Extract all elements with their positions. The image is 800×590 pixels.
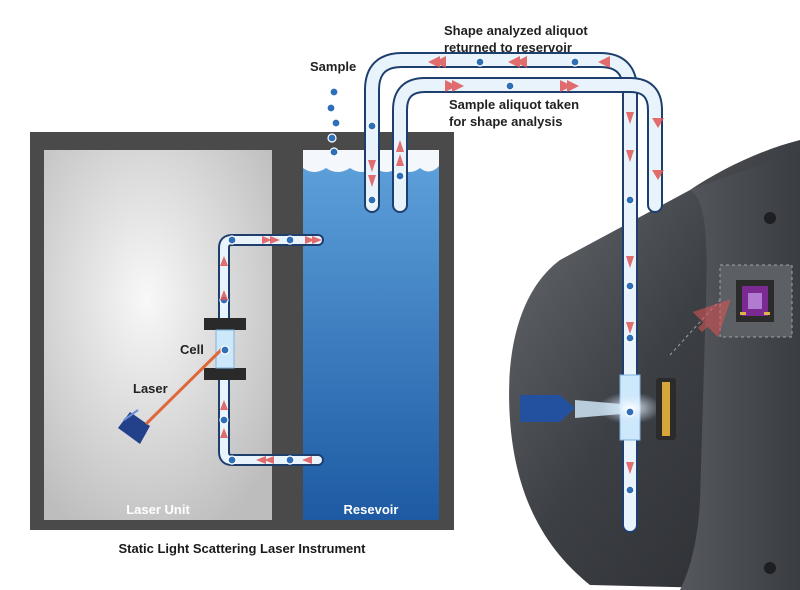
device-screw-bottom: [764, 562, 776, 574]
analyzer-device: [509, 140, 800, 590]
label-returned-2: returned to reservoir: [444, 40, 572, 55]
label-taken-2: for shape analysis: [449, 114, 562, 129]
particles: [219, 57, 635, 495]
measurement-cell: [204, 318, 246, 380]
laser-beam: [144, 347, 224, 426]
detector-icon: [656, 378, 676, 440]
sensor-chip-icon: [736, 280, 774, 322]
label-sample: Sample: [310, 59, 356, 74]
label-returned-1: Shape analyzed aliquot: [444, 23, 588, 38]
instrument-housing: [30, 132, 454, 530]
light-source-icon: [520, 395, 622, 422]
laser-emitter-icon: [118, 409, 150, 444]
label-taken-1: Sample aliquot taken: [449, 97, 579, 112]
label-laser: Laser: [133, 381, 168, 396]
device-screw-top: [764, 212, 776, 224]
label-laser-unit: Laser Unit: [126, 502, 190, 517]
label-reservoir: Resevoir: [344, 502, 399, 517]
flow-arrows: [220, 56, 664, 474]
figure-caption: Static Light Scattering Laser Instrument: [118, 541, 366, 556]
label-cell: Cell: [180, 342, 204, 357]
